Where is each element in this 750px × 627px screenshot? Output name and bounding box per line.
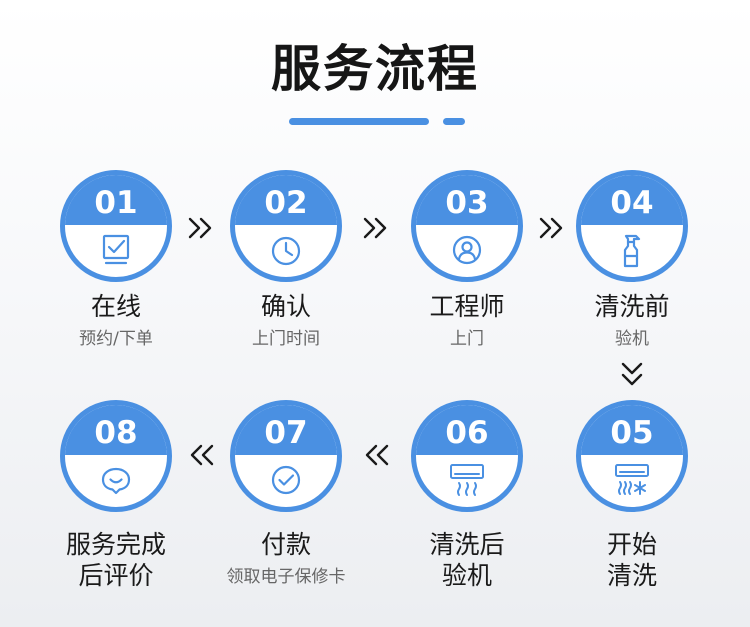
step-number: 01 [65, 175, 167, 225]
step-label: 确认 [260, 292, 311, 321]
step-number: 02 [235, 175, 337, 225]
step-label: 在线 [90, 292, 141, 321]
double-chevron-down-icon [619, 360, 645, 390]
step-label-line1: 开始 [606, 530, 657, 559]
smile-chat-icon [96, 460, 136, 500]
step-label-line1: 服务完成 [65, 530, 166, 559]
step-sublabel: 预约/下单 [79, 329, 153, 349]
step-label: 工程师 [429, 292, 505, 321]
step-label-line1: 清洗后 [429, 530, 505, 559]
double-chevron-left-icon [186, 442, 216, 468]
step-number: 03 [416, 175, 518, 225]
step-circle: 05 [576, 400, 688, 512]
title-underline-dot [443, 118, 465, 125]
step-03: 03 [411, 170, 523, 282]
step-01: 01 [60, 170, 172, 282]
step-08: 08 [60, 400, 172, 512]
step-label-line2: 验机 [441, 561, 492, 590]
step-02: 02 [230, 170, 342, 282]
spray-bottle-icon [612, 230, 652, 270]
double-chevron-right-icon [186, 215, 216, 241]
step-circle: 02 [230, 170, 342, 282]
step-number: 06 [416, 405, 518, 455]
step-sublabel: 领取电子保修卡 [226, 567, 346, 587]
ac-airflow-icon [447, 460, 487, 500]
step-circle: 03 [411, 170, 523, 282]
title-underline [289, 118, 429, 125]
checkbox-icon [96, 230, 136, 270]
double-chevron-right-icon [361, 215, 391, 241]
step-label-line2: 后评价 [78, 561, 154, 590]
step-05: 05 [576, 400, 688, 512]
check-circle-icon [266, 460, 306, 500]
step-number: 04 [581, 175, 683, 225]
clock-icon [266, 230, 306, 270]
step-label: 清洗前 [594, 292, 670, 321]
step-number: 07 [235, 405, 337, 455]
step-circle: 06 [411, 400, 523, 512]
step-sublabel: 上门 [450, 329, 484, 349]
step-sublabel: 验机 [615, 329, 649, 349]
page-title: 服务流程 [271, 40, 479, 98]
step-circle: 08 [60, 400, 172, 512]
step-circle: 07 [230, 400, 342, 512]
step-07: 07 [230, 400, 342, 512]
step-06: 06 [411, 400, 523, 512]
double-chevron-right-icon [537, 215, 567, 241]
step-number: 08 [65, 405, 167, 455]
double-chevron-left-icon [361, 442, 391, 468]
step-number: 05 [581, 405, 683, 455]
step-circle: 01 [60, 170, 172, 282]
user-icon [447, 230, 487, 270]
step-label: 付款 [260, 530, 311, 559]
step-04: 04 [576, 170, 688, 282]
step-sublabel: 上门时间 [252, 329, 320, 349]
ac-cooling-icon [612, 460, 652, 500]
step-label-line2: 清洗 [606, 561, 657, 590]
step-circle: 04 [576, 170, 688, 282]
